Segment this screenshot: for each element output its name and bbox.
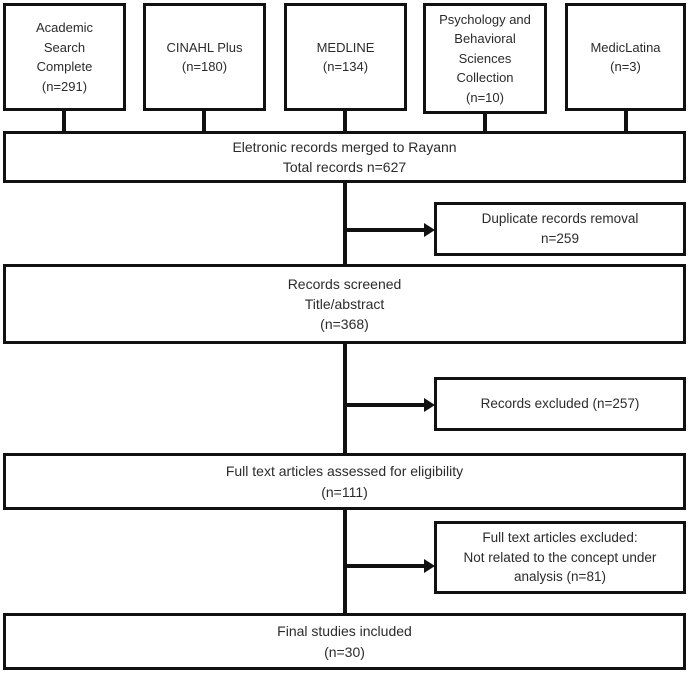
stage-line: Full text articles assessed for eligibil… bbox=[225, 463, 464, 480]
stage-count: (n=111) bbox=[321, 483, 368, 500]
source-line: MedicLatina bbox=[590, 39, 661, 55]
source-line: Academic bbox=[35, 20, 94, 35]
source-line: Collection bbox=[456, 70, 514, 86]
exclusion-box-fulltext-excluded: Full text articles excluded: Not related… bbox=[434, 521, 686, 594]
source-line: Complete bbox=[36, 59, 93, 74]
connector-branch-fulltext-excluded bbox=[343, 564, 428, 568]
exclusion-line: Full text articles excluded: bbox=[482, 530, 638, 546]
exclusion-line: Records excluded (n=257) bbox=[480, 396, 640, 412]
stage-line: Title/abstract bbox=[304, 295, 385, 312]
stage-box-final-studies: Final studies included (n=30) bbox=[3, 613, 686, 670]
connector-eligibility-to-final bbox=[343, 510, 347, 613]
source-line: Search bbox=[43, 39, 86, 55]
connector-branch-records-excluded bbox=[343, 403, 428, 407]
source-box-medline: MEDLINE (n=134) bbox=[284, 3, 407, 111]
stage-line: Eletronic records merged to Rayann bbox=[232, 138, 457, 155]
exclusion-box-records-excluded: Records excluded (n=257) bbox=[434, 377, 686, 431]
exclusion-line: Not related to the concept under bbox=[463, 549, 657, 565]
source-count: (n=134) bbox=[322, 59, 369, 74]
arrow-duplicates bbox=[424, 223, 435, 237]
arrow-fulltext-excluded bbox=[424, 559, 435, 573]
arrow-records-excluded bbox=[424, 398, 435, 412]
source-count: (n=180) bbox=[181, 59, 228, 74]
stage-count: (n=30) bbox=[324, 643, 365, 660]
stage-count: Total records n=627 bbox=[282, 159, 407, 175]
exclusion-line: Duplicate records removal bbox=[481, 211, 639, 227]
stage-count: (n=368) bbox=[320, 316, 369, 333]
source-line: Sciences bbox=[458, 50, 512, 66]
connector-screened-to-eligibility bbox=[343, 344, 347, 453]
stage-line: Final studies included bbox=[277, 623, 412, 640]
source-count: (n=3) bbox=[610, 59, 641, 74]
connector-source-2 bbox=[202, 111, 206, 131]
source-line: Psychology and bbox=[439, 11, 531, 27]
source-line: CINAHL Plus bbox=[166, 39, 243, 55]
source-box-psychology-behavioral-sciences-collection: Psychology and Behavioral Sciences Colle… bbox=[423, 3, 547, 114]
connector-source-3 bbox=[343, 111, 347, 131]
source-count: (n=291) bbox=[41, 78, 88, 94]
stage-box-records-screened: Records screened Title/abstract (n=368) bbox=[3, 264, 686, 344]
source-count: (n=10) bbox=[466, 89, 504, 105]
exclusion-count: n=259 bbox=[541, 231, 579, 246]
connector-source-5 bbox=[624, 111, 628, 131]
source-box-academic-search-complete: Academic Search Complete (n=291) bbox=[3, 3, 126, 111]
stage-box-fulltext-eligibility: Full text articles assessed for eligibil… bbox=[3, 453, 686, 510]
exclusion-box-duplicate-records: Duplicate records removal n=259 bbox=[434, 202, 686, 256]
connector-branch-duplicates bbox=[343, 228, 428, 232]
connector-source-1 bbox=[62, 111, 66, 131]
source-box-mediclatina: MedicLatina (n=3) bbox=[565, 3, 686, 111]
stage-box-merged-records: Eletronic records merged to Rayann Total… bbox=[3, 131, 686, 183]
connector-source-4 bbox=[483, 114, 487, 131]
stage-line: Records screened bbox=[287, 275, 402, 292]
source-line: MEDLINE bbox=[316, 39, 375, 55]
connector-merged-to-screened bbox=[343, 183, 347, 264]
source-line: Behavioral bbox=[454, 31, 516, 47]
source-box-cinahl-plus: CINAHL Plus (n=180) bbox=[143, 3, 266, 111]
exclusion-count: analysis (n=81) bbox=[514, 569, 606, 585]
